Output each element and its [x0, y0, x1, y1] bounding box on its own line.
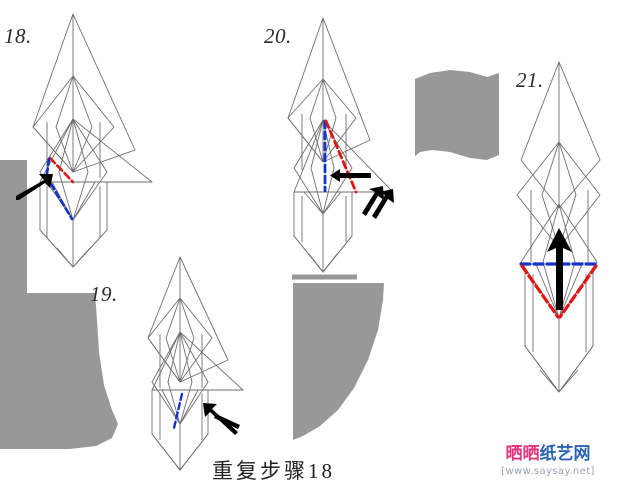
step-20-push-arrow-up-icon [362, 186, 394, 219]
photo-fragment-center [293, 283, 384, 440]
step-19-fold-lines [172, 392, 184, 430]
step-20-figure [287, 17, 394, 280]
step-number-21: 21. [516, 68, 544, 92]
watermark-brand-pink: 晒晒 [505, 444, 540, 464]
mountain-fold-line [324, 119, 358, 194]
step-21-pull-arrow-up-icon [547, 228, 572, 310]
photo-fragment-left [0, 160, 118, 449]
valley-fold-line [172, 392, 184, 430]
valley-fold-line-lower [49, 182, 74, 221]
photo-fragment-top-right [415, 70, 499, 160]
step-20-fold-arrow-left-icon [330, 169, 371, 182]
repeat-step-caption: 重复步骤18 [212, 459, 335, 483]
watermark-url: [www.saysay.net] [501, 466, 595, 477]
watermark: 晒晒纸艺网 [www.saysay.net] [480, 444, 616, 488]
step-18-figure [32, 13, 153, 268]
step-18-push-arrow-icon [16, 174, 53, 200]
step-19-push-arrow-icon [203, 403, 240, 435]
step-20-fold-lines [323, 119, 358, 194]
step-19-figure [147, 256, 244, 471]
step-number-18: 18. [4, 24, 32, 48]
step-21-figure [516, 61, 601, 393]
step-number-20: 20. [264, 24, 292, 48]
mountain-fold-line-left [520, 264, 560, 319]
mountain-fold-line [48, 156, 75, 184]
step-number-19: 19. [90, 282, 118, 306]
watermark-brand: 晒晒纸艺网 [480, 444, 616, 464]
mountain-fold-line-right [558, 264, 598, 319]
watermark-brand-blue: 纸艺网 [539, 444, 591, 464]
